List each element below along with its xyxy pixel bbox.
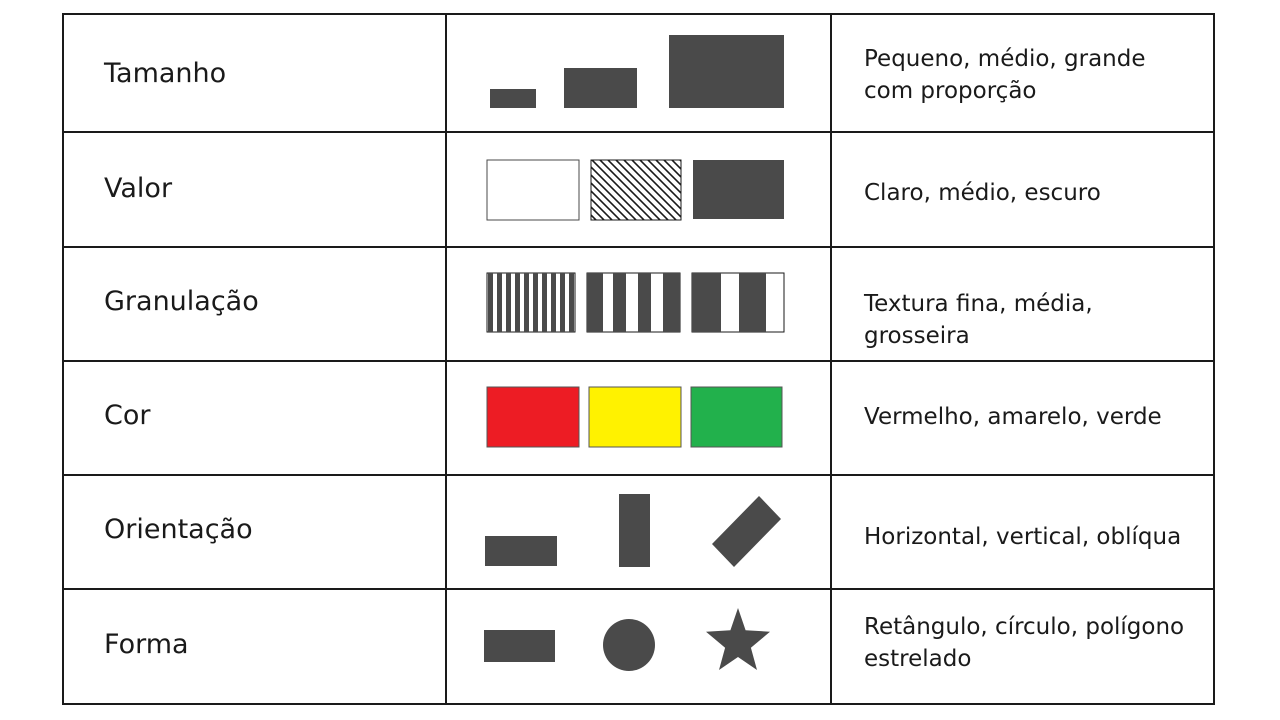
row-description-cor: Vermelho, amarelo, verde: [864, 404, 1162, 430]
texture-coarse: [691, 272, 785, 333]
row-divider-4: [62, 474, 1215, 476]
column-divider-1: [445, 13, 447, 705]
size-large-rect: [669, 35, 784, 108]
value-light-rect: [486, 159, 580, 221]
value-medium-rect: [590, 159, 682, 221]
color-yellow-swatch: [588, 386, 682, 448]
row-divider-1: [62, 131, 1215, 133]
row-label-forma: Forma: [104, 629, 189, 660]
texture-fine: [486, 272, 576, 333]
row-label-orientacao: Orientação: [104, 514, 253, 545]
size-small-rect: [490, 89, 536, 108]
row-label-tamanho: Tamanho: [104, 58, 227, 89]
size-medium-rect: [564, 68, 637, 108]
row-label-valor: Valor: [104, 173, 173, 204]
shape-rectangle: [484, 630, 555, 662]
row-divider-3: [62, 360, 1215, 362]
color-green-swatch: [690, 386, 783, 448]
shape-circle: [603, 619, 655, 671]
table-border-left: [62, 13, 64, 705]
table-border-top: [62, 13, 1215, 15]
row-description-forma: Retângulo, círculo, polígono estrelado: [864, 614, 1185, 672]
table-border-right: [1213, 13, 1215, 705]
row-label-cor: Cor: [104, 400, 151, 431]
texture-medium: [586, 272, 681, 333]
orientation-vertical-rect: [619, 494, 650, 567]
value-dark-rect: [693, 160, 784, 219]
row-description-orientacao: Horizontal, vertical, oblíqua: [864, 524, 1182, 550]
row-divider-5: [62, 588, 1215, 590]
orientation-horizontal-rect: [485, 536, 557, 566]
shape-star: [706, 608, 770, 670]
row-label-granulacao: Granulação: [104, 286, 259, 317]
row-description-valor: Claro, médio, escuro: [864, 180, 1101, 206]
table-border-bottom: [62, 703, 1215, 705]
column-divider-2: [830, 13, 832, 705]
row-divider-2: [62, 246, 1215, 248]
color-red-swatch: [486, 386, 580, 448]
row-description-granulacao: Textura fina, média, grosseira: [864, 291, 1093, 349]
orientation-oblique-rect: [712, 496, 781, 567]
row-description-tamanho: Pequeno, médio, grande com proporção: [864, 46, 1146, 104]
